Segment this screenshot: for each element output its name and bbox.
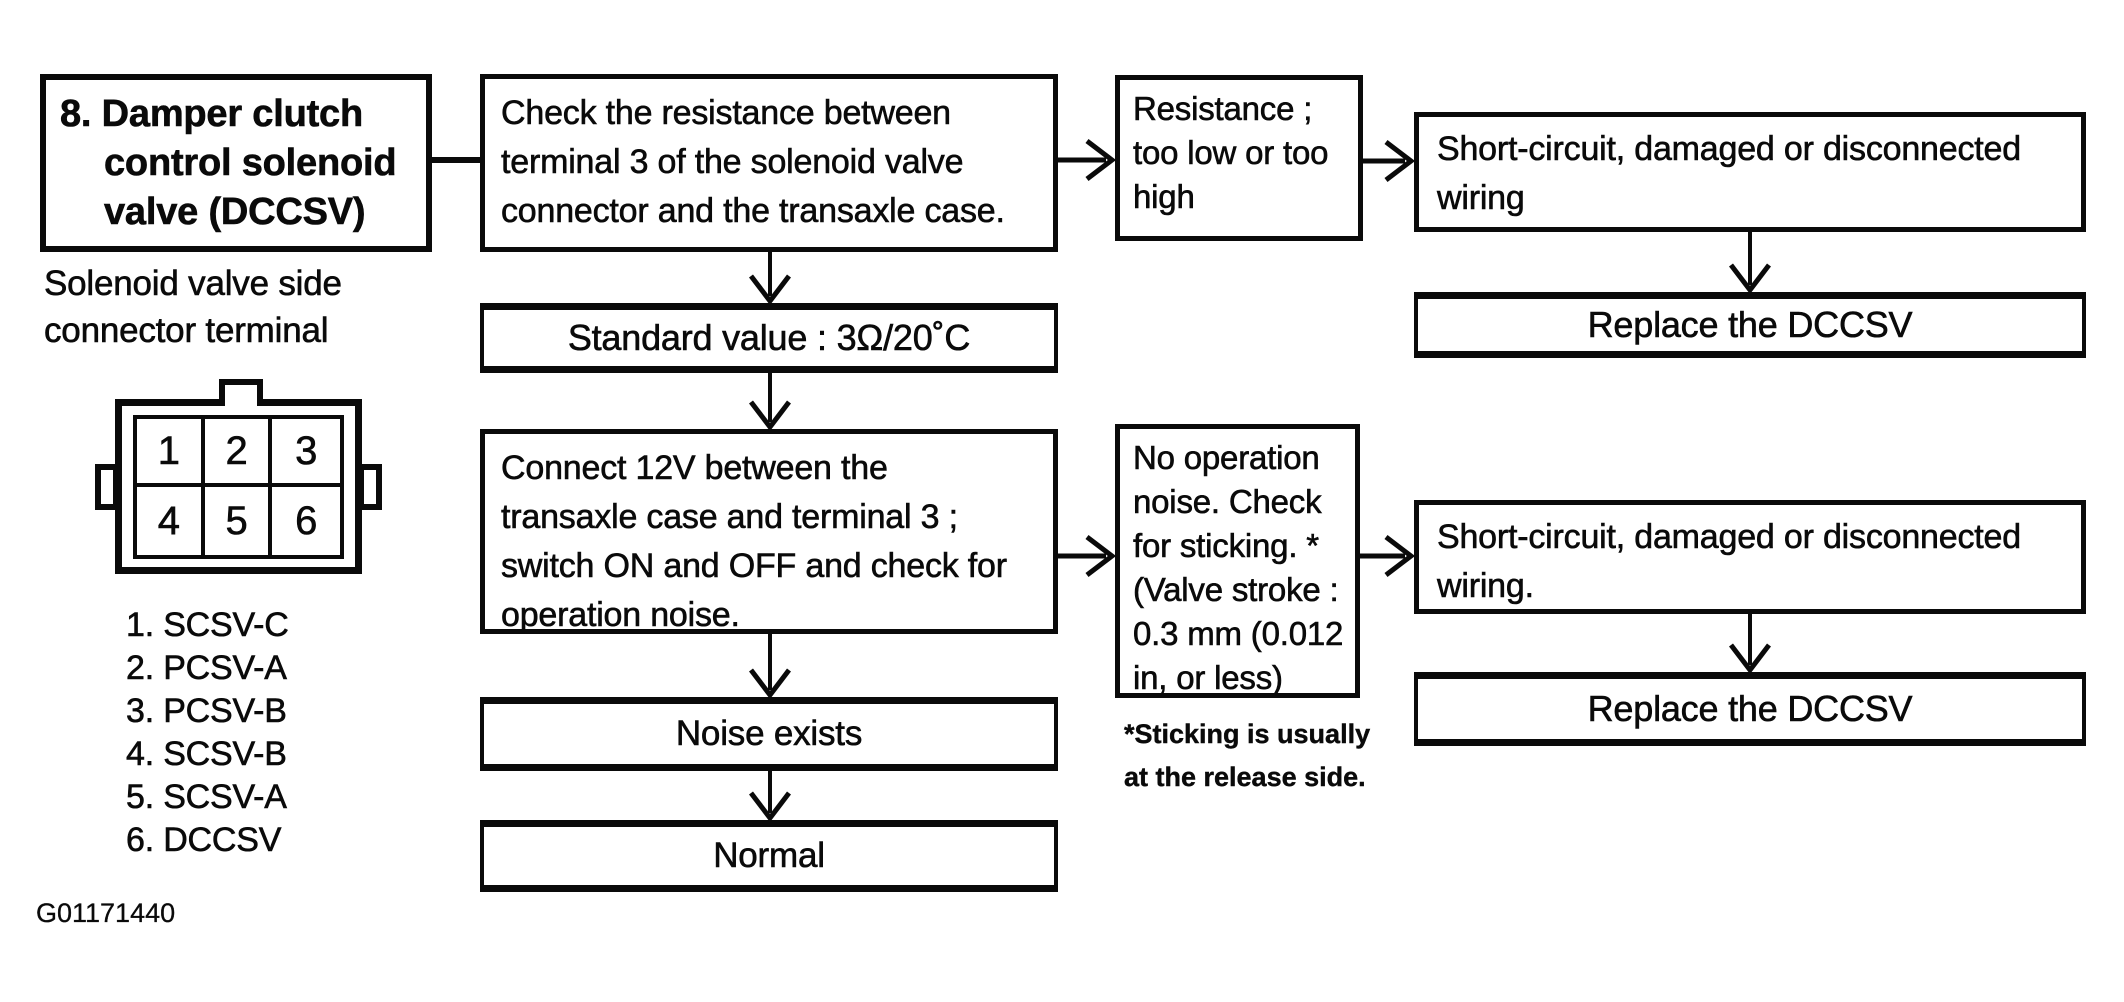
legend-item: 2. PCSV-A (126, 649, 288, 688)
arrow-connect-to-nonoise (1058, 535, 1117, 577)
terminal-cell-4: 4 (137, 487, 205, 555)
arrow-connect-to-noise (749, 634, 791, 700)
resistance-abnormal-text: Resistance ; too low or too high (1133, 90, 1329, 216)
arrow-check-to-standard (749, 252, 791, 306)
connector-terminal-grid: 1 2 3 4 5 6 (133, 415, 344, 559)
step-title-line: control solenoid (104, 142, 397, 185)
no-operation-noise-box: No operation noise. Check for sticking. … (1115, 424, 1360, 698)
resistance-abnormal-box: Resistance ; too low or too high (1115, 75, 1363, 241)
terminal-cell-5: 5 (205, 487, 273, 555)
connect-12v-box: Connect 12V between the transaxle case a… (480, 429, 1058, 634)
sticking-footnote: *Sticking is usually at the release side… (1124, 719, 1371, 792)
arrow-standard-to-connect (749, 373, 791, 432)
connector-top-tab (219, 379, 263, 406)
arrow-noise-to-normal (749, 771, 791, 823)
legend-item: 1. SCSV-C (126, 606, 289, 645)
replace-dccsv-box-1: Replace the DCCSV (1414, 292, 2086, 358)
arrow-short2-to-replace2 (1729, 614, 1771, 675)
connector-caption: Solenoid valve side connector terminal (44, 264, 343, 351)
terminal-legend: 1. SCSV-C 2. PCSV-A 3. PCSV-B 4. SCSV-B … (126, 604, 289, 862)
legend-item: 6. DCCSV (126, 821, 282, 860)
standard-value-box: Standard value : 3Ω/20˚C (480, 303, 1058, 373)
short-circuit-box-2: Short-circuit, damaged or disconnected w… (1414, 500, 2086, 614)
legend-item: 5. SCSV-A (126, 778, 288, 817)
terminal-cell-1: 1 (137, 419, 205, 487)
figure-id: G01171440 (36, 898, 176, 928)
no-operation-noise-text: No operation noise. Check for sticking. … (1133, 439, 1344, 697)
legend-item: 3. PCSV-B (126, 692, 288, 731)
step-title-line: 8. Damper clutch (60, 93, 364, 136)
terminal-cell-3: 3 (272, 419, 340, 487)
terminal-cell-2: 2 (204, 419, 273, 487)
check-resistance-box: Check the resistance between terminal 3 … (480, 74, 1058, 252)
short-circuit-box-1: Short-circuit, damaged or disconnected w… (1414, 112, 2086, 232)
replace-dccsv-box-2: Replace the DCCSV (1414, 672, 2086, 746)
noise-exists-box: Noise exists (480, 697, 1058, 771)
arrow-check-to-resistance (1058, 139, 1117, 181)
legend-item: 4. SCSV-B (126, 735, 288, 774)
connect-12v-text: Connect 12V between the transaxle case a… (501, 449, 1008, 635)
step-title-box: 8. Damper clutch control solenoid valve … (40, 74, 432, 252)
short-circuit-text-2: Short-circuit, damaged or disconnected w… (1437, 518, 2022, 606)
check-resistance-text: Check the resistance between terminal 3 … (501, 94, 1006, 231)
terminal-cell-6: 6 (295, 498, 318, 543)
short-circuit-text-1: Short-circuit, damaged or disconnected w… (1437, 130, 2022, 218)
arrow-nonoise-to-short2 (1360, 535, 1416, 577)
normal-box: Normal (480, 820, 1058, 892)
step-title-line: valve (DCCSV) (104, 191, 366, 234)
arrow-short1-to-replace1 (1729, 232, 1771, 295)
arrow-resistance-to-short1 (1363, 140, 1416, 182)
